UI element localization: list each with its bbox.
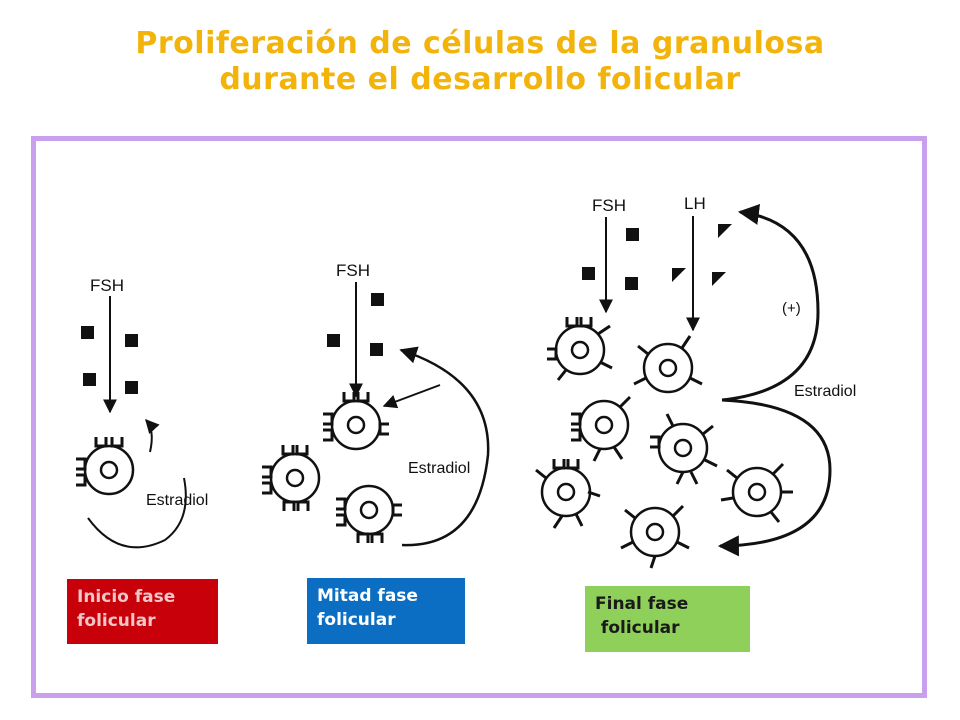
stage-label-line-2: folicular [317,610,396,630]
stage-label-line-1: Mitad fase [317,586,418,606]
granulosa-cell [648,413,718,485]
estradiol-label-early: Estradiol [146,492,208,509]
fsh-label-early: FSH [90,276,124,295]
fsh-molecule [125,334,138,347]
fsh-molecule [582,267,595,280]
diagram-frame [31,136,927,698]
stage-label-early: Inicio fase folicular [67,579,218,644]
granulosa-cell [720,462,793,523]
estradiol-label-late: Estradiol [794,383,856,400]
estradiol-feedback-loop-lower [717,398,832,557]
lh-molecule [712,272,726,286]
fsh-molecule [625,277,638,290]
fsh-molecule [371,293,384,306]
fsh-molecule [81,326,94,339]
stage-label-line-2: folicular [595,618,680,638]
granulosa-cell [545,315,613,381]
granulosa-cell [74,435,135,496]
estradiol-arrow-mid [382,384,441,409]
fsh-molecule [83,373,96,386]
estradiol-feedback-loop-upper [721,204,820,402]
granulosa-cell [633,335,703,394]
granulosa-cell [535,457,601,529]
granulosa-cell [260,443,321,513]
stage-label-line-1: Inicio fase [77,587,176,607]
early-phase-diagram: FSH Estradiol [74,276,208,549]
late-phase-diagram: FSH LH [535,194,856,569]
granulosa-cell [334,484,404,545]
title-line-2: durante el desarrollo folicular [219,62,741,97]
stage-label-late: Final fase folicular [585,586,750,652]
granulosa-cell [569,395,632,462]
fsh-molecule [125,381,138,394]
fsh-molecule [370,343,383,356]
estradiol-loop-early [87,477,187,549]
estradiol-label-mid: Estradiol [408,460,470,477]
granulosa-cell [620,504,690,569]
lh-label-late: LH [684,194,706,213]
page-title: Proliferación de células de la granulosa… [0,26,960,98]
fsh-molecule [327,334,340,347]
lh-molecule [672,268,686,282]
fsh-label-mid: FSH [336,261,370,280]
stage-label-line-1: Final fase [595,594,689,614]
mid-phase-diagram: FSH [260,261,490,547]
title-line-1: Proliferación de células de la granulosa [135,26,825,61]
estradiol-loop-mid [399,346,490,547]
fsh-molecule [626,228,639,241]
granulosa-cell [321,390,391,451]
estradiol-arrow-early [145,418,160,453]
fsh-label-late: FSH [592,196,626,215]
lh-molecule [718,224,732,238]
positive-feedback-label: (+) [782,300,801,317]
stage-label-mid: Mitad fase folicular [307,578,465,644]
stage-label-line-2: folicular [77,611,156,631]
